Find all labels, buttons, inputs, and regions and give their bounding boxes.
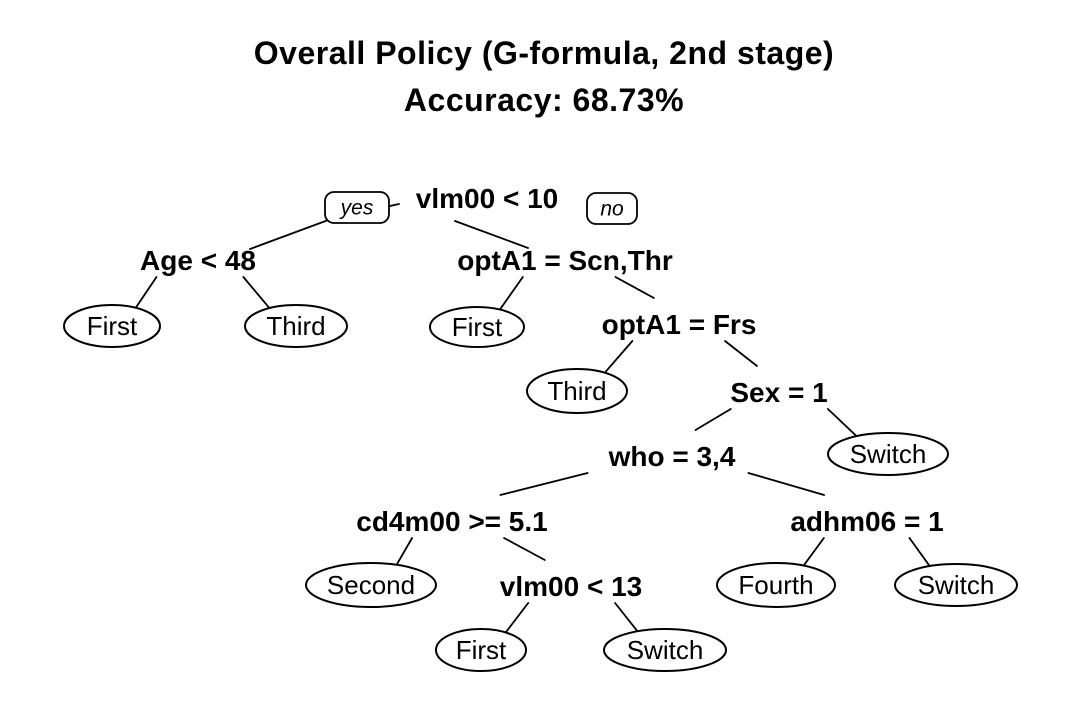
chart-title-line2: Accuracy: 68.73% bbox=[403, 82, 685, 118]
split-node-who34: who = 3,4 bbox=[608, 441, 736, 472]
branch-line-first1 bbox=[134, 276, 158, 309]
leaf-ellipse bbox=[716, 562, 836, 608]
leaf-node-switch2: Switch bbox=[894, 563, 1018, 607]
branch-line-adhm bbox=[747, 472, 825, 496]
leaf-label: Third bbox=[266, 311, 325, 341]
chart-title: Overall Policy (G-formula, 2nd stage) Ac… bbox=[0, 30, 1088, 124]
branch-line-fourth1 bbox=[802, 537, 825, 567]
leaf-node-switch3: Switch bbox=[603, 628, 727, 672]
split-node-sex1: Sex = 1 bbox=[730, 377, 827, 408]
leaf-label: Switch bbox=[918, 570, 995, 600]
leaf-node-second1: Second bbox=[305, 562, 437, 608]
no-badge-box bbox=[586, 192, 638, 225]
branch-line-optA1frs bbox=[614, 276, 655, 299]
branch-line-first2 bbox=[499, 276, 524, 311]
leaf-label: First bbox=[452, 312, 503, 342]
branch-line-vlm13 bbox=[503, 537, 546, 561]
branch-line-first3 bbox=[504, 602, 530, 634]
leaf-ellipse bbox=[244, 304, 348, 348]
leaf-node-third1: Third bbox=[244, 304, 348, 348]
leaf-label: Fourth bbox=[738, 570, 813, 600]
no-badge: no bbox=[586, 192, 638, 225]
leaf-ellipse bbox=[827, 432, 949, 476]
leaf-node-fourth1: Fourth bbox=[716, 562, 836, 608]
leaf-label: Second bbox=[327, 570, 415, 600]
leaf-label: Third bbox=[547, 376, 606, 406]
leaf-ellipse bbox=[435, 628, 527, 672]
leaf-ellipse bbox=[63, 304, 161, 348]
branch-line-switch1 bbox=[826, 408, 858, 438]
branch-line-third1 bbox=[242, 276, 271, 309]
branch-line-cd4 bbox=[499, 472, 589, 496]
yes-badge: yes bbox=[324, 191, 390, 224]
branch-line-second1 bbox=[395, 537, 413, 566]
leaf-ellipse bbox=[429, 306, 525, 348]
branch-line-third2 bbox=[603, 340, 634, 374]
branch-line-switch3 bbox=[614, 602, 639, 633]
leaf-ellipse bbox=[305, 562, 437, 608]
leaf-node-first1: First bbox=[63, 304, 161, 348]
leaf-label: First bbox=[87, 311, 138, 341]
leaf-ellipse bbox=[526, 368, 628, 414]
yes-badge-box bbox=[324, 191, 390, 224]
split-node-age48: Age < 48 bbox=[140, 245, 256, 276]
leaf-ellipse bbox=[894, 563, 1018, 607]
leaf-node-first3: First bbox=[435, 628, 527, 672]
no-badge-label: no bbox=[600, 198, 624, 221]
split-node-cd4: cd4m00 >= 5.1 bbox=[356, 506, 547, 537]
branch-line-who34 bbox=[694, 408, 732, 431]
branch-line-switch2 bbox=[908, 537, 931, 567]
leaf-label: First bbox=[456, 635, 507, 665]
split-node-optA1frs: optA1 = Frs bbox=[602, 309, 757, 340]
split-node-root: vlm00 < 10 bbox=[416, 183, 558, 214]
leaf-label: Switch bbox=[850, 439, 927, 469]
yes-badge-label: yes bbox=[339, 197, 374, 220]
branch-line-sex1 bbox=[724, 340, 758, 367]
split-node-adhm: adhm06 = 1 bbox=[790, 506, 943, 537]
split-node-optA1scn: optA1 = Scn,Thr bbox=[457, 245, 673, 276]
split-node-vlm13: vlm00 < 13 bbox=[500, 571, 642, 602]
branch-line-optA1scn bbox=[454, 220, 529, 249]
leaf-node-switch1: Switch bbox=[827, 432, 949, 476]
leaf-node-third2: Third bbox=[526, 368, 628, 414]
leaf-ellipse bbox=[603, 628, 727, 672]
leaf-node-first2: First bbox=[429, 306, 525, 348]
chart-title-line1: Overall Policy (G-formula, 2nd stage) bbox=[253, 35, 835, 71]
leaf-label: Switch bbox=[627, 635, 704, 665]
